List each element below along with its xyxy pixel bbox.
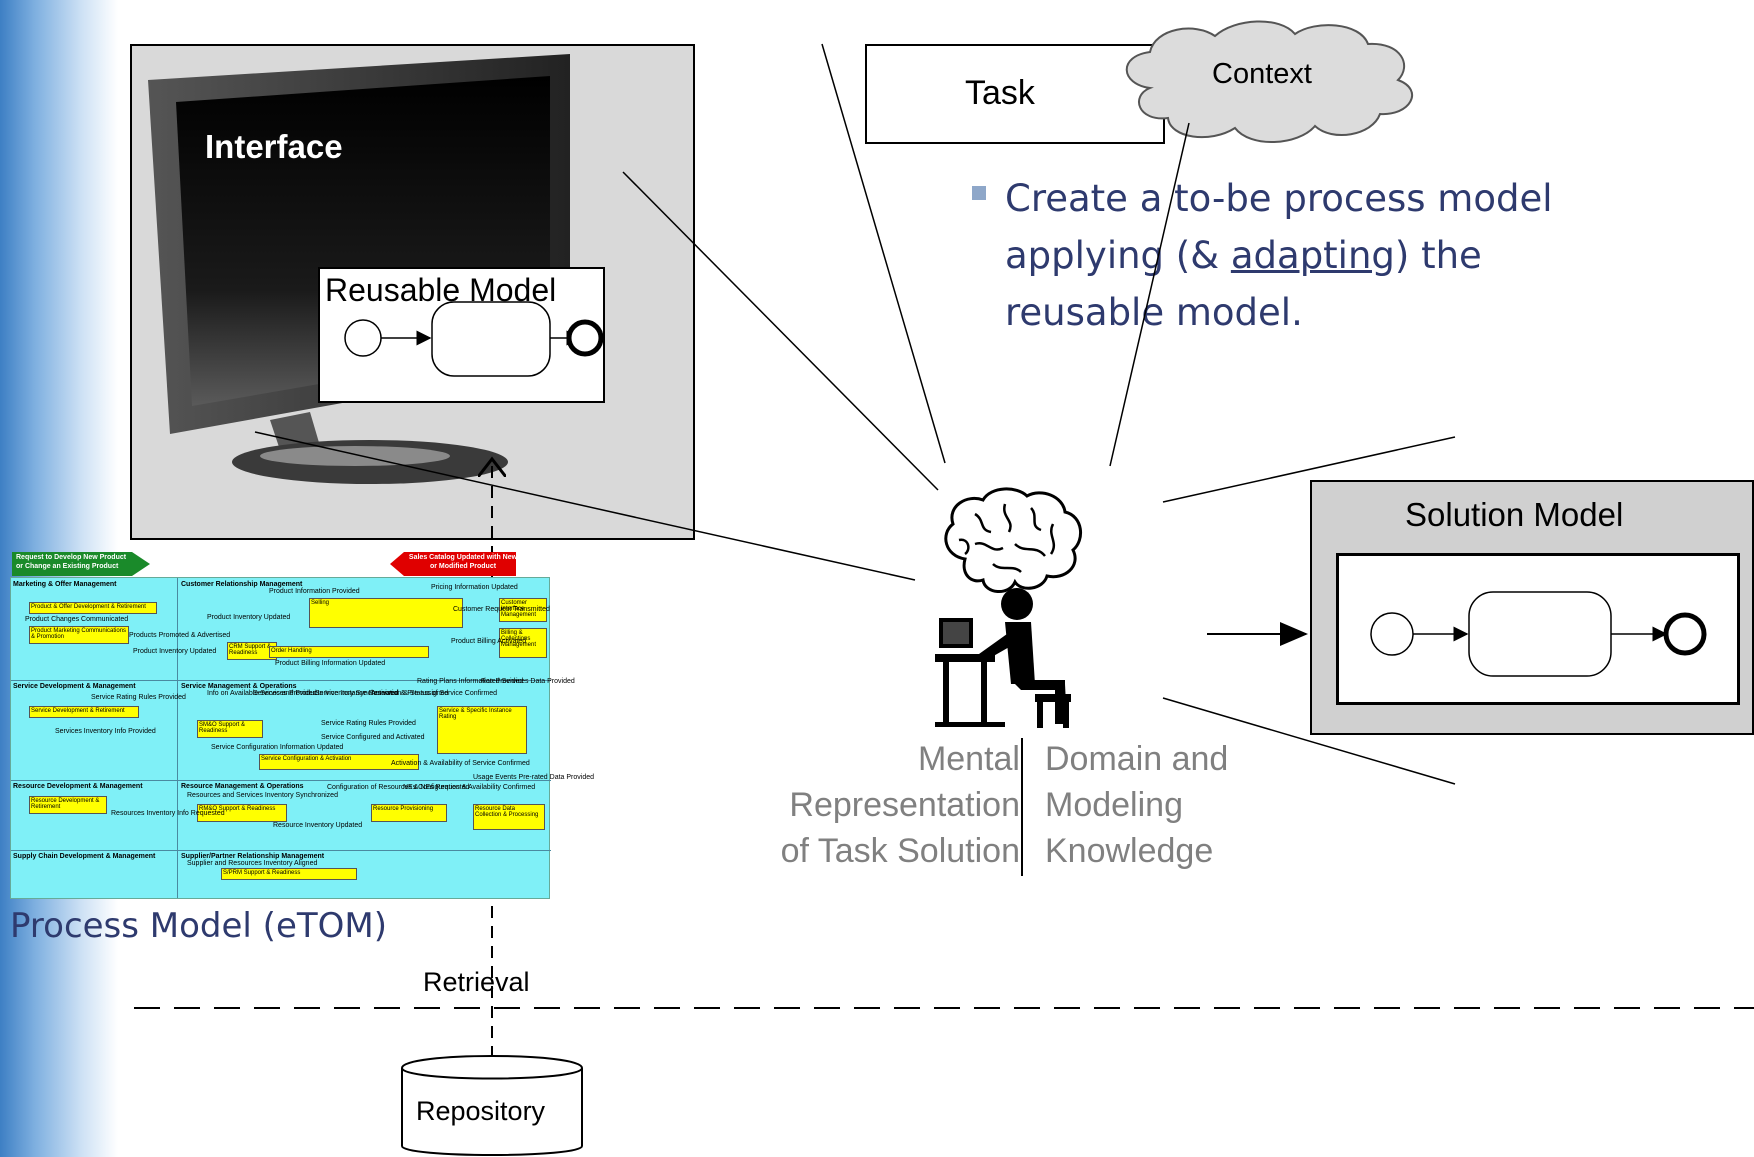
mental-line-1: Mental xyxy=(917,740,1020,778)
flow-label: Service Configuration Information Update… xyxy=(211,744,344,751)
flow-label: Pricing Information Updated xyxy=(431,584,518,591)
lane-label: Supply Chain Development & Management xyxy=(13,853,156,860)
flow-label: Activation & Availability of Service Con… xyxy=(391,760,530,767)
mental-line-2: Representation xyxy=(789,786,1020,824)
lane-label: Supplier/Partner Relationship Management xyxy=(181,853,325,860)
repository-cylinder-icon xyxy=(401,1055,583,1156)
flow-label: Info on Available Services Provided xyxy=(207,690,317,697)
domain-line-2: Modeling xyxy=(1045,786,1183,824)
lane-label: Marketing & Offer Management xyxy=(13,581,117,588)
process-box: Service Development & Retirement xyxy=(29,706,139,718)
flow-label: Rated Services Data Provided xyxy=(481,678,575,685)
process-box: S/PRM Support & Readiness xyxy=(221,868,357,880)
process-box: Billing & Collections Management xyxy=(499,628,547,658)
domain-line-3: Knowledge xyxy=(1045,832,1214,870)
etom-start-event: Request to Develop New Product or Change… xyxy=(16,554,127,570)
flow-label: Product Inventory Updated xyxy=(133,648,217,655)
mental-representation-label: Mental Representation of Task Solution xyxy=(720,736,1020,874)
context-cloud-icon xyxy=(1125,20,1413,143)
flow-label: NEs Configuration & Availability Confirm… xyxy=(403,784,536,791)
process-box: RM&O Support & Readiness xyxy=(197,804,287,822)
domain-knowledge-label: Domain and Modeling Knowledge xyxy=(1045,736,1228,874)
flow-label: Products Promoted & Advertised xyxy=(129,632,231,639)
process-box: CRM Support & Readiness xyxy=(227,642,277,660)
flow-label: Product Billing Information Updated xyxy=(275,660,386,667)
process-box: SM&O Support & Readiness xyxy=(197,720,263,738)
task-label: Task xyxy=(965,74,1035,112)
flow-label: Resources Inventory Info Requested xyxy=(111,810,225,817)
adapting-link: adapting xyxy=(1230,234,1395,277)
lane-label: Customer Relationship Management xyxy=(181,581,303,588)
flow-label: Services and Products Inventory Synchron… xyxy=(253,690,399,697)
flow-label: Rating Plans Information Provided xyxy=(417,678,524,685)
flow-label: Service Instance Reserved & Pre-assigned xyxy=(315,690,449,697)
bullet-line-2-post: ) the xyxy=(1394,234,1482,277)
etom-start-flag-icon xyxy=(12,552,150,576)
process-model-caption: Process Model (eTOM) xyxy=(10,906,387,946)
flow-label: Usage Events Pre-rated Data Provided xyxy=(473,774,595,781)
lane-label: Resource Development & Management xyxy=(13,783,143,790)
interface-label: Interface xyxy=(205,128,343,165)
flow-label: Product Billing Activated xyxy=(451,638,527,645)
flow-label: Resource Inventory Updated xyxy=(273,822,363,829)
flow-label: Resources and Services Inventory Synchro… xyxy=(187,792,338,799)
process-box: Service Configuration & Activation xyxy=(259,754,419,770)
lane-label: Service Development & Management xyxy=(13,683,136,690)
flow-label: Product Information Provided xyxy=(269,588,360,595)
task-description: Create a to-be process model applying (&… xyxy=(1005,170,1705,341)
flow-label: Product Inventory Updated xyxy=(207,614,291,621)
bullet-line-2: applying (& adapting) the xyxy=(1005,227,1705,284)
flow-label: Activation & Status of Service Confirmed xyxy=(371,690,498,697)
process-box: Order Handling xyxy=(269,646,429,658)
flow-label: Services Inventory Info Provided xyxy=(55,728,156,735)
task-box xyxy=(865,44,1165,144)
bullet-icon xyxy=(972,186,986,200)
lane-label: Service Management & Operations xyxy=(181,683,297,690)
flow-label: Service Rating Rules Provided xyxy=(91,694,186,701)
flow-label: Supplier and Resources Inventory Aligned xyxy=(187,860,318,867)
context-label: Context xyxy=(1212,58,1312,90)
etom-end-event: Sales Catalog Updated with New or Modifi… xyxy=(408,554,518,570)
process-box: Resource Provisioning xyxy=(371,804,447,822)
flow-label: Configuration of Resources & NEs Request… xyxy=(327,784,470,791)
brain-person-icon xyxy=(935,487,1082,728)
etom-end-flag-icon xyxy=(390,552,516,576)
repository-label: Repository xyxy=(416,1096,546,1126)
solution-model-label: Solution Model xyxy=(1405,496,1624,533)
etom-process-model: Marketing & Offer Management Customer Re… xyxy=(10,577,594,899)
bullet-line-2-pre: applying (& xyxy=(1005,234,1231,277)
domain-line-1: Domain and xyxy=(1045,740,1229,778)
flow-label: Service Configured and Activated xyxy=(321,734,425,741)
lane-label: Resource Management & Operations xyxy=(181,783,304,790)
task-node-icon xyxy=(431,301,551,377)
process-box: Resource Development & Retirement xyxy=(29,796,107,814)
process-box: Resource Data Collection & Processing xyxy=(473,804,545,830)
flow-label: Service Rating Rules Provided xyxy=(321,720,416,727)
process-box: Customer Interface Management xyxy=(499,598,547,622)
flow-label: Product Changes Communicated xyxy=(25,616,129,623)
mental-line-3: of Task Solution xyxy=(780,832,1020,870)
retrieval-label: Retrieval xyxy=(423,967,530,997)
bullet-line-3: reusable model. xyxy=(1005,291,1303,334)
flow-label: Customer Request Transmitted xyxy=(453,606,550,613)
reusable-model-diagram xyxy=(344,301,582,377)
process-box: Selling xyxy=(309,598,463,628)
process-box: Product & Offer Development & Retirement xyxy=(29,602,157,614)
bullet-line-1: Create a to-be process model xyxy=(1005,177,1553,220)
solution-model-diagram xyxy=(1370,591,1707,677)
process-box: Product Marketing Communications & Promo… xyxy=(29,626,129,644)
process-box: Service & Specific Instance Rating xyxy=(437,706,527,754)
end-event-icon xyxy=(566,319,604,357)
